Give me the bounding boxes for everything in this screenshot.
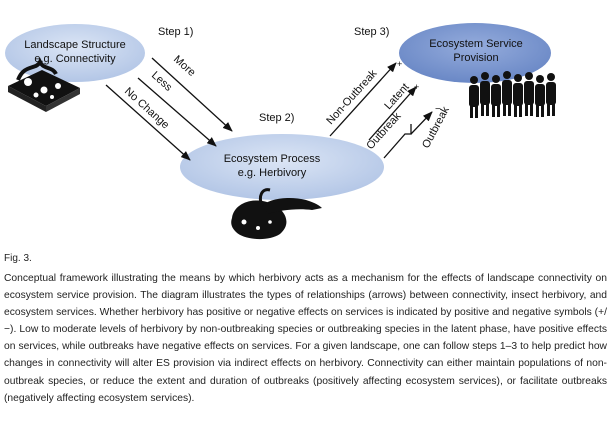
- service-ellipse: [399, 23, 551, 83]
- step-3-label: Step 3): [354, 26, 389, 38]
- process-title: Ecosystem Process: [224, 153, 321, 165]
- sign-plus-latent: +: [414, 82, 419, 92]
- service-subtitle: Provision: [453, 52, 498, 64]
- figure-label: Fig. 3.: [4, 253, 32, 264]
- process-subtitle: e.g. Herbivory: [238, 167, 307, 179]
- arrow-more: [151, 57, 233, 132]
- people-crowd-icon: [469, 71, 556, 118]
- arrow-outbreak: [383, 124, 412, 159]
- step-1-label: Step 1): [158, 26, 193, 38]
- process-ellipse: [180, 134, 384, 200]
- arrow-no-change: [105, 84, 191, 161]
- label-non-outbreak: Non-Outbreak: [324, 67, 379, 127]
- arrow-latent: [368, 86, 417, 141]
- service-title: Ecosystem Service: [429, 38, 523, 50]
- landscape-subtitle: e.g. Connectivity: [34, 53, 116, 65]
- conceptual-diagram: Landscape Structure e.g. Connectivity Ec…: [5, 23, 556, 240]
- landscape-ellipse: [5, 24, 145, 82]
- label-no-change: No Change: [122, 85, 171, 131]
- label-outbreak-left: Outbreak: [364, 110, 404, 152]
- landscape-title: Landscape Structure: [24, 39, 126, 51]
- arrow-non-outbreak: [329, 62, 397, 137]
- label-more: More: [171, 53, 198, 79]
- sign-minus-outbreak: −: [435, 104, 441, 115]
- herbivore-leaf-icon: [231, 188, 322, 240]
- figure-caption: Conceptual framework illustrating the me…: [4, 273, 607, 404]
- arrow-less: [137, 77, 217, 147]
- landscape-block-icon: [8, 57, 80, 112]
- step-2-label: Step 2): [259, 112, 294, 124]
- arrow-outbreak-branch: [410, 111, 433, 135]
- sign-plus-non-outbreak: +: [397, 59, 402, 69]
